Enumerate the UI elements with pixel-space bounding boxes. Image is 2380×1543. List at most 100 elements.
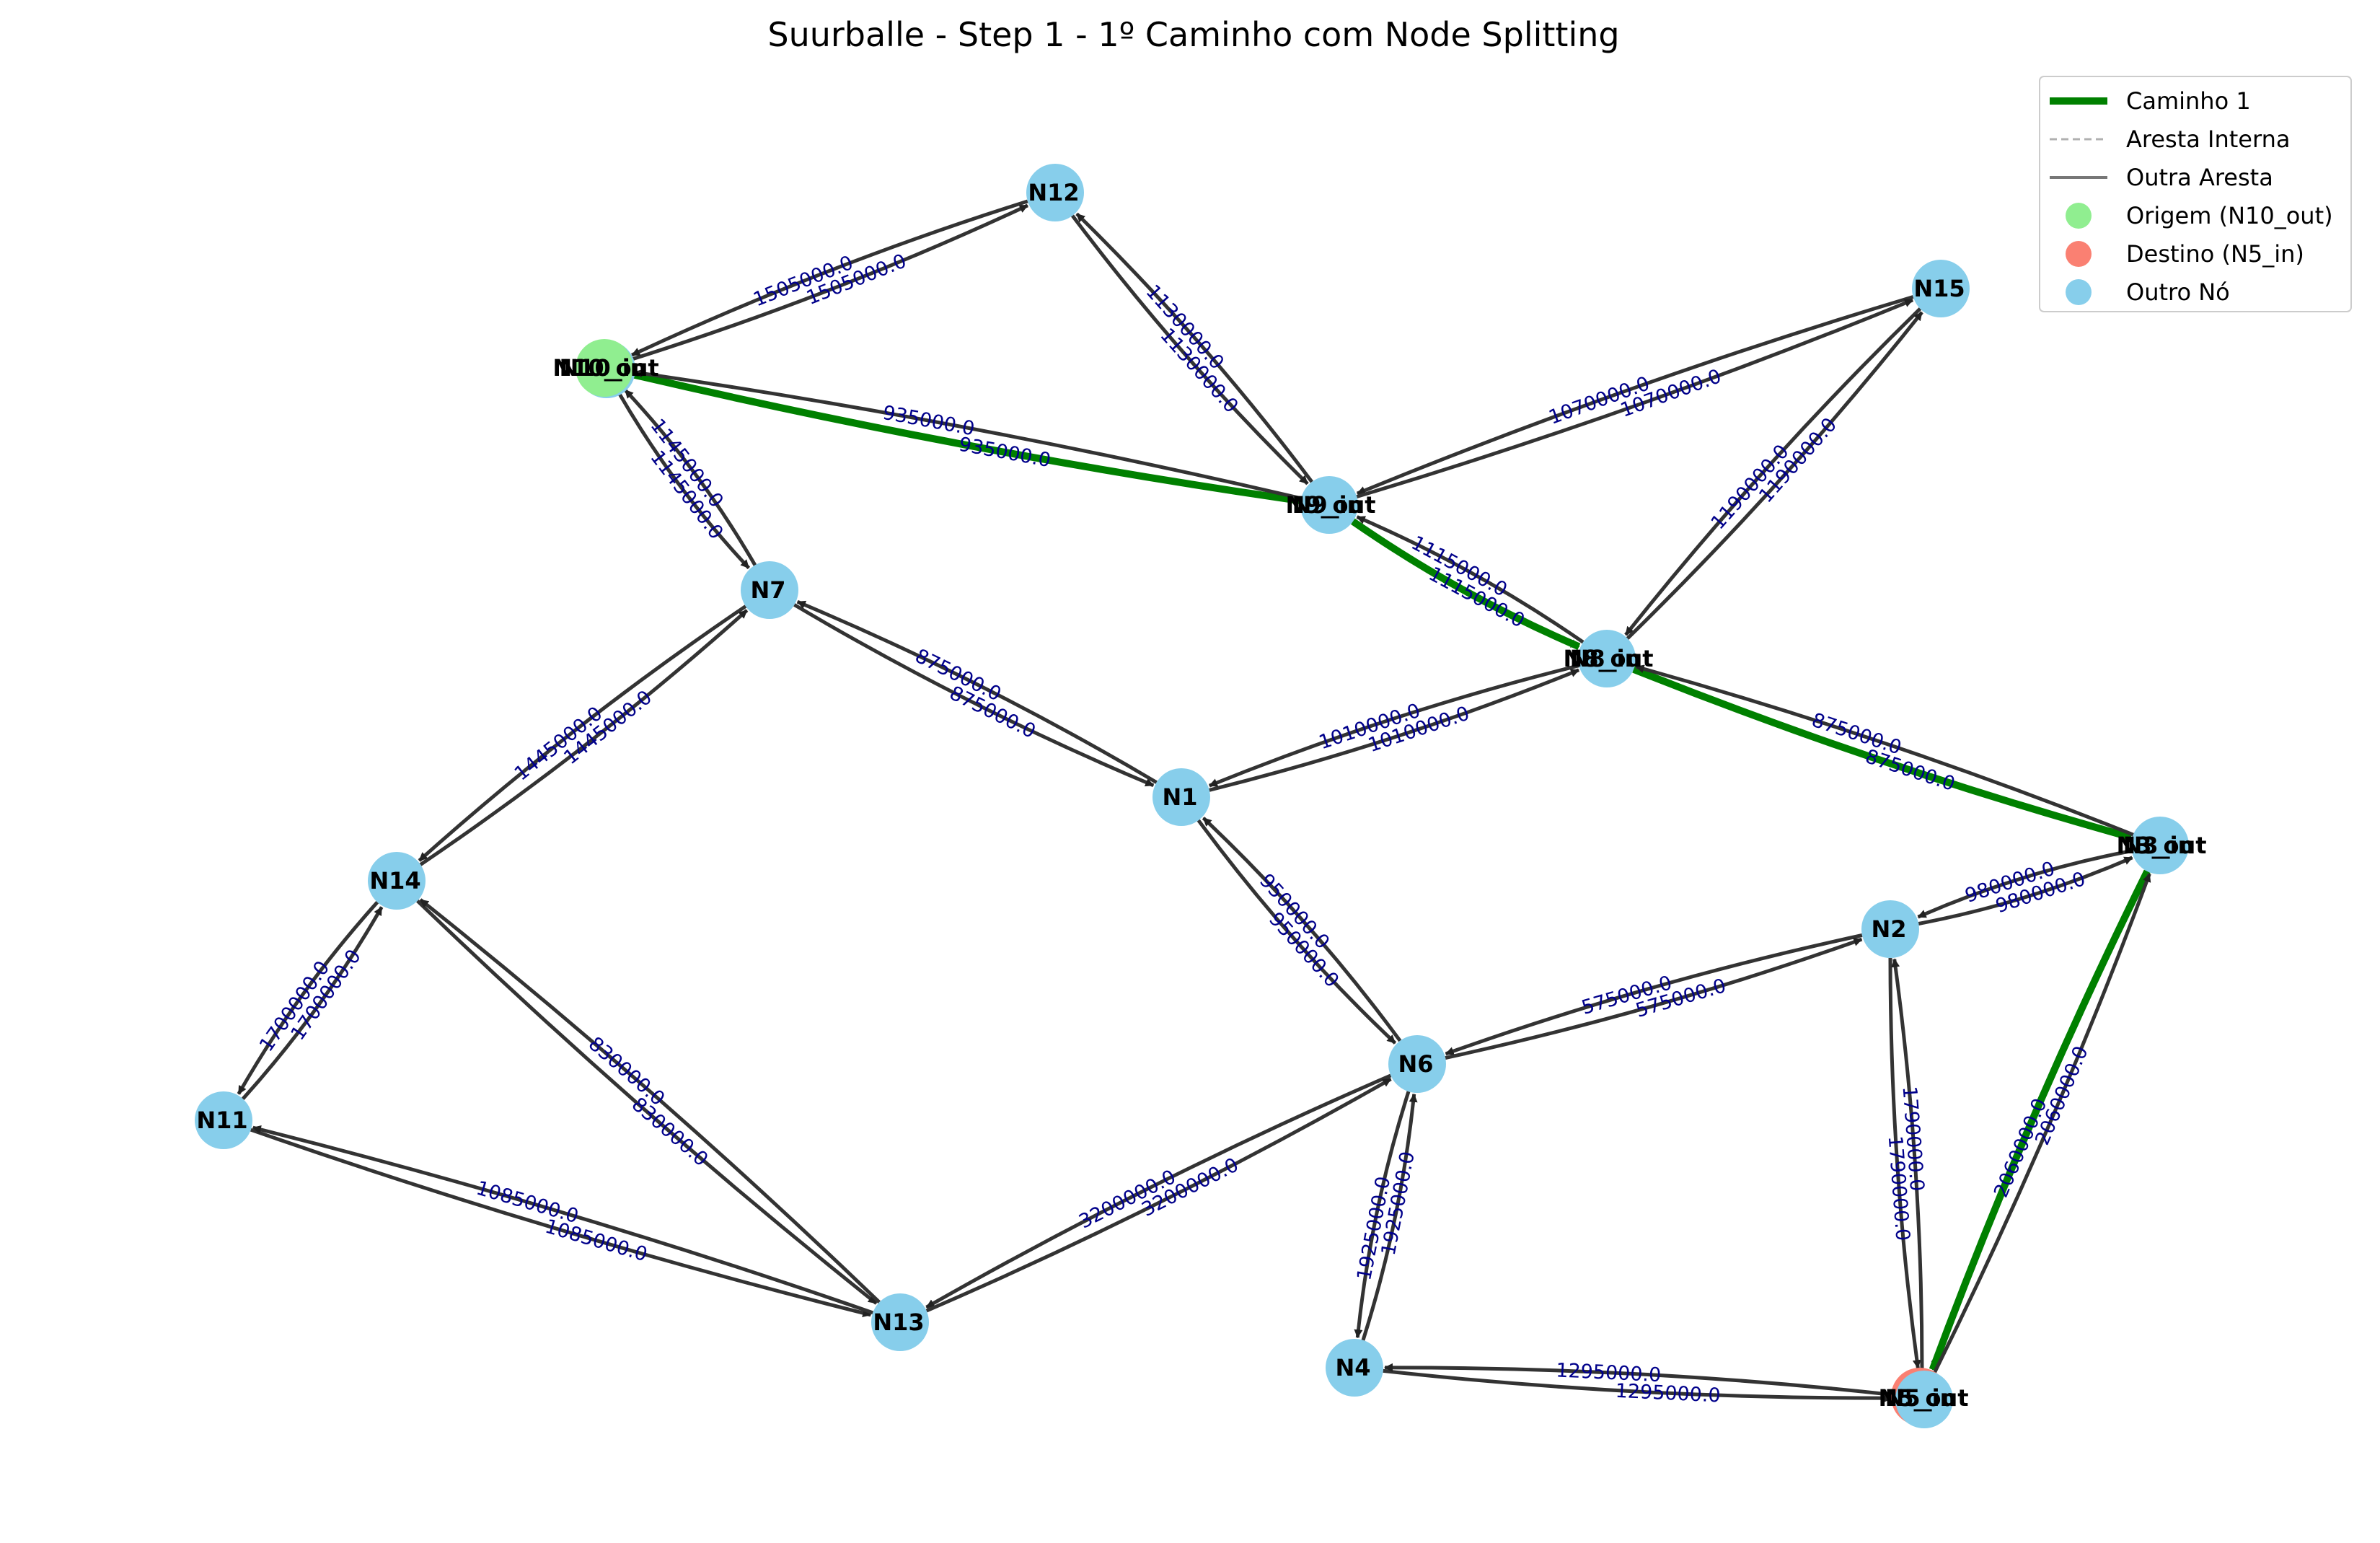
edge-n10-to-n9-path (631, 371, 1300, 504)
legend-item-origem-n10-out-: Origem (N10_out) (2066, 202, 2333, 229)
nodes-layer: N12N15N10_inN10_outN9_inN9_outN7N8_inN8_… (195, 164, 2207, 1428)
edge-n12-to-n10 (631, 199, 1028, 357)
node-circle-n11 (195, 1091, 252, 1149)
node-label-n12: N12 (1028, 179, 1079, 206)
node-circle-n12 (1026, 164, 1084, 221)
node-label-n14: N14 (369, 867, 420, 894)
node-label-n3-in: N3_in (2123, 832, 2195, 859)
edge-n6-to-n4 (1354, 1091, 1411, 1339)
edge-n12-to-n9 (1071, 214, 1309, 485)
node-label-n1: N1 (1162, 783, 1197, 811)
edge-n3-to-n2 (1917, 849, 2133, 919)
node-circle-n2 (1861, 900, 1919, 958)
legend-label: Caminho 1 (2126, 87, 2251, 115)
edge-n13-to-n11 (252, 1125, 874, 1315)
node-n4: N4 (1326, 1339, 1383, 1397)
node-label-n9-out: N9_out (1285, 491, 1375, 519)
edge-n11-to-n13 (250, 1127, 872, 1317)
node-n11: N11 (195, 1091, 252, 1149)
edge-n6-to-n13 (925, 1073, 1392, 1309)
edge-n2-to-n5 (1888, 957, 1921, 1369)
legend-label: Destino (N5_in) (2126, 240, 2304, 268)
edge-n9-to-n10 (633, 369, 1302, 501)
edge-n8-to-n1 (1208, 664, 1579, 788)
node-circle-n10-out (576, 339, 633, 397)
legend-source-dot-swatch (2066, 203, 2092, 229)
legend-item-outro-n-: Outro Nó (2066, 278, 2230, 306)
node-n2: N2 (1861, 900, 1919, 958)
edge-n3-to-n8 (1635, 664, 2134, 837)
node-n7: N7 (741, 561, 798, 619)
edge-n14-to-n7 (419, 609, 749, 866)
edge-n9-to-n12 (1075, 212, 1313, 483)
node-n14: N14 (368, 852, 426, 910)
edge-n6-to-n2 (1445, 937, 1863, 1060)
edge-n10-to-n12 (631, 203, 1028, 361)
edge-n7-to-n10 (623, 388, 757, 566)
node-circle-n7 (741, 561, 798, 619)
legend-label: Aresta Interna (2126, 126, 2290, 153)
edge-label-n5-to-n4: 1295000.0 (1556, 1359, 1662, 1386)
node-circle-n4 (1326, 1339, 1383, 1397)
node-circle-n8 (1578, 630, 1636, 687)
edge-n8-to-n9 (1356, 515, 1585, 644)
edge-n9-to-n8-path (1351, 518, 1581, 650)
node-circle-n14 (368, 852, 426, 910)
node-circle-n5-out (1895, 1371, 1953, 1428)
node-circle-n13 (871, 1293, 929, 1351)
edge-n10-to-n7 (617, 392, 751, 570)
edge-n3-to-n5-path (1929, 869, 2151, 1371)
edge-n2-to-n6 (1445, 933, 1863, 1056)
edge-n4-to-n5 (1383, 1368, 1892, 1403)
node-label-n3-out: N3_out (2116, 832, 2206, 859)
node-n13: N13 (871, 1293, 929, 1351)
node-n1: N1 (1152, 768, 1210, 826)
edge-n5-to-n4 (1384, 1363, 1894, 1397)
edge-label-n4-to-n5: 1295000.0 (1615, 1380, 1721, 1407)
legend-item-outra-aresta: Outra Aresta (2050, 164, 2273, 191)
legend-label: Outro Nó (2126, 278, 2230, 306)
edge-n5-to-n2 (1891, 958, 1924, 1370)
edge-n1-to-n7 (796, 599, 1158, 784)
edge-n14-to-n11 (237, 901, 379, 1095)
edge-n8-to-n15 (1626, 311, 1923, 640)
node-label-n6: N6 (1398, 1050, 1433, 1078)
node-label-n10-out: N10_out (552, 354, 658, 382)
legend-label: Outra Aresta (2126, 164, 2273, 191)
edge-n14-to-n13 (416, 900, 878, 1305)
node-label-n13: N13 (873, 1309, 924, 1336)
edge-n5-to-n3 (1933, 873, 2151, 1373)
edge-n13-to-n14 (419, 898, 881, 1304)
edge-n7-to-n14 (418, 605, 747, 862)
figure-title: Suurballe - Step 1 - 1º Caminho com Node… (767, 15, 1619, 54)
edge-n2-to-n3 (1918, 856, 2133, 926)
node-circle-n3 (2131, 817, 2189, 874)
node-label-n9-in: N9_in (1292, 491, 1364, 519)
node-circle-n9 (1300, 476, 1358, 534)
edge-n11-to-n14 (241, 906, 384, 1100)
node-label-n5-out: N5_out (1878, 1384, 1968, 1412)
edge-n7-to-n1 (793, 603, 1155, 788)
legend-item-destino-n5-in-: Destino (N5_in) (2066, 240, 2304, 268)
edge-n1-to-n8 (1209, 668, 1580, 792)
node-label-n5-in: N5_in (1885, 1384, 1957, 1412)
edge-n8-to-n3-path (1632, 666, 2132, 841)
node-circle-n1 (1152, 768, 1210, 826)
node-label-n10-in: N10_in (559, 354, 646, 382)
edge-n1-to-n6 (1196, 819, 1397, 1045)
node-label-n15: N15 (1913, 275, 1965, 302)
edge-n13-to-n6 (925, 1077, 1392, 1313)
legend-node-dot-swatch (2066, 279, 2092, 305)
edge-n4-to-n6 (1361, 1093, 1418, 1341)
legend-label: Origem (N10_out) (2126, 202, 2333, 229)
node-n12: N12 (1026, 164, 1084, 221)
node-n15: N15 (1912, 260, 1970, 317)
edge-n15-to-n8 (1624, 307, 1922, 636)
edge-n6-to-n1 (1202, 817, 1402, 1042)
legend-frame (2039, 76, 2352, 312)
